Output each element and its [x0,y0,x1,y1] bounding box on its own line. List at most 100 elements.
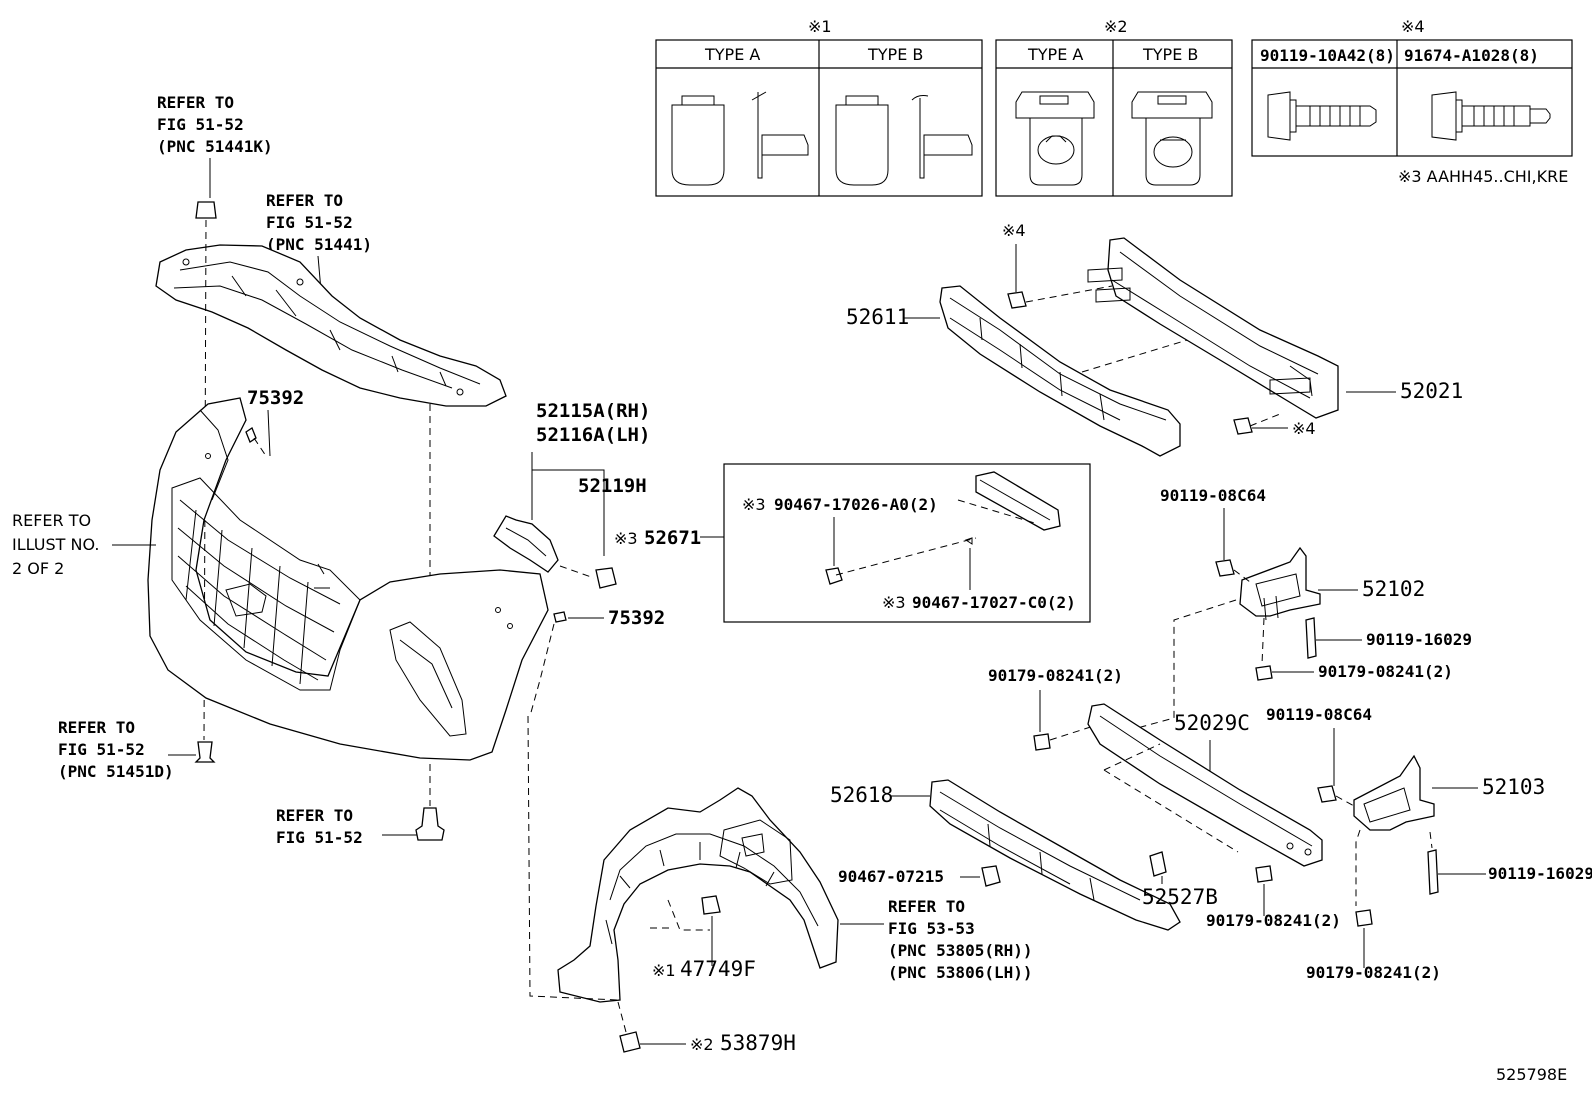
bracket-52115a-icon [493,515,559,573]
box-bolt2-icon [964,537,973,545]
bolt-90119-08c64-a-icon [1215,559,1235,577]
part-52103-label: 52103 [1482,775,1545,799]
part-52671-label: 52671 [644,527,701,549]
part-90119-08c64-b-label: 90119-08C64 [1266,705,1372,724]
svg-text:※3: ※3 [882,593,906,612]
part-52116a-label: 52116A(LH) [536,424,650,446]
ref-5353-label: REFER TO FIG 53-53 (PNC 53805(RH)) (PNC … [888,897,1033,982]
part-47749f-label: 47749F [680,957,756,981]
part-75392-upper-label: 75392 [247,387,304,409]
absorber-52671-box: ※3 90467-17026-A0(2) ※3 90467-17027-C0(2… [723,463,1091,623]
part-53879h-label: 53879H [720,1031,796,1055]
svg-text:REFER TO: REFER TO [266,191,343,210]
svg-text:(PNC 53806(LH)): (PNC 53806(LH)) [888,963,1033,982]
illustration-id: 525798E [1496,1065,1567,1084]
legend-note2-mark: ※2 [1104,17,1128,36]
part-52611-label: 52611 [846,305,909,329]
svg-text:REFER TO: REFER TO [12,511,91,530]
legend-note4: ※4 90119-10A42(8) 91674-A1028(8) ※3 AAHH… [1251,17,1573,186]
mark4-top-label: ※4 [1002,221,1026,240]
part-90179-a-label: 90179-08241(2) [1318,662,1453,681]
absorber-52618 [929,779,1181,931]
nut-90179-b-icon [1033,733,1051,751]
screw-51451d-icon [194,741,216,763]
svg-text:FIG 51-52: FIG 51-52 [58,740,145,759]
bracket-52103 [1353,754,1435,831]
absorber-52611 [939,285,1181,457]
legend-note1-type-a: TYPE A [704,45,760,64]
retainer-type-b-icon [1131,91,1213,186]
part-90119-16029-a-label: 90119-16029 [1366,630,1472,649]
part-52029c-label: 52029C [1174,711,1250,735]
nut-90179-a-icon [1255,665,1273,681]
box-bolt1-label: 90467-17026-A0(2) [774,495,938,514]
svg-text:REFER TO: REFER TO [276,806,353,825]
svg-text:※3: ※3 [742,495,766,514]
svg-text:REFER TO: REFER TO [157,93,234,112]
absorber-52671-icon [975,471,1061,531]
svg-text:ILLUST NO.: ILLUST NO. [12,535,99,554]
ref-5152-label: REFER TO FIG 51-52 [276,806,363,847]
front-bumper-cover [147,397,549,761]
svg-text:(PNC 53805(RH)): (PNC 53805(RH)) [888,941,1033,960]
part-90119-16029-b-label: 90119-16029 [1488,864,1592,883]
mark4-bottom-label: ※4 [1292,419,1316,438]
part-90179-d-label: 90179-08241(2) [1306,963,1441,982]
bolt-mark4-bottom-icon [1233,417,1253,435]
legend-note1-type-b: TYPE B [867,45,923,64]
part-53879h-mark: ※2 [690,1035,714,1054]
svg-text:(PNC 51451D): (PNC 51451D) [58,762,174,781]
ref-51451d-label: REFER TO FIG 51-52 (PNC 51451D) [58,718,174,781]
part-52527b-label: 52527B [1142,885,1218,909]
box-bolt1-icon [825,567,843,585]
legend-note3-text: ※3 AAHH45..CHI,KRE [1398,167,1568,186]
part-52102-label: 52102 [1362,577,1425,601]
ref-illust-label: REFER TO ILLUST NO. 2 OF 2 [12,511,99,578]
svg-text:REFER TO: REFER TO [58,718,135,737]
part-52115a-label: 52115A(RH) [536,400,650,422]
svg-text:FIG 51-52: FIG 51-52 [276,828,363,847]
legend-note2: ※2 TYPE A TYPE B [995,17,1233,197]
clip-90467-07215-icon [981,865,1001,887]
part-90179-c-label: 90179-08241(2) [1206,911,1341,930]
retainer-53879h-icon [619,1031,641,1053]
part-52119h-label: 52119H [578,475,647,497]
svg-text:(PNC 51441): (PNC 51441) [266,235,372,254]
bolt-90119-16029-a-icon [1305,617,1317,659]
svg-text:FIG 51-52: FIG 51-52 [266,213,353,232]
bracket-52102 [1239,546,1321,621]
bolt-mark4-top-icon [1007,291,1027,309]
legend-note2-type-a: TYPE A [1027,45,1083,64]
part-90467-07215-label: 90467-07215 [838,867,944,886]
washer-bolt-icon [1431,91,1551,141]
svg-text:(PNC 51441K): (PNC 51441K) [157,137,273,156]
svg-text:2 OF 2: 2 OF 2 [12,559,64,578]
part-52671-mark: ※3 [614,529,638,548]
clip-47749f-icon [701,895,721,915]
legend-note1-mark: ※1 [808,17,832,36]
clip-type-b-icon [835,95,973,186]
ref-51441-label: REFER TO FIG 51-52 (PNC 51441) [266,191,372,254]
svg-text:FIG 51-52: FIG 51-52 [157,115,244,134]
engine-under-cover [155,244,507,407]
legend-note4-mark: ※4 [1401,17,1425,36]
legend-bolt2-number: 91674-A1028(8) [1404,46,1539,65]
clip-5152-icon [415,807,445,841]
bracket-52527b-icon [1149,851,1167,877]
part-90119-08c64-a-label: 90119-08C64 [1160,486,1266,505]
part-75392-lower-label: 75392 [608,607,665,629]
svg-text:FIG 53-53: FIG 53-53 [888,919,975,938]
clip-51441k-icon [195,201,217,219]
bolt-90119-08c64-b-icon [1317,785,1337,803]
retainer-type-a-icon [1015,91,1095,186]
svg-text:REFER TO: REFER TO [888,897,965,916]
flange-bolt-icon [1267,91,1377,141]
clip-type-a-icon [671,91,809,186]
reinforcement-52029c [1087,703,1323,867]
fender-liner [557,787,839,1003]
box-bolt2-label: 90467-17027-C0(2) [912,593,1076,612]
nut-90179-c-icon [1255,865,1273,883]
part-90179-b-label: 90179-08241(2) [988,666,1123,685]
ref-51441k-label: REFER TO FIG 51-52 (PNC 51441K) [157,93,273,156]
